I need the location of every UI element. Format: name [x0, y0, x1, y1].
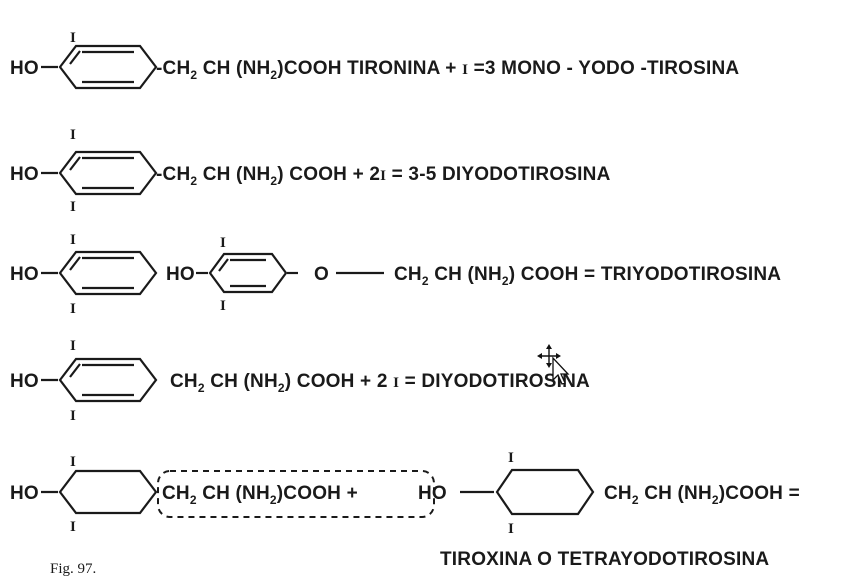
iodine-substituent-top: I: [220, 235, 226, 251]
iodine-substituent-bottom: I: [508, 521, 514, 537]
iodine-substituent-top: I: [508, 450, 514, 466]
second-hydroxyl-label: HO: [166, 264, 195, 285]
iodine-substituent-bottom: I: [70, 301, 76, 317]
benzene-ring-3b: [208, 252, 288, 294]
ether-oxygen: O: [314, 264, 329, 285]
move-cursor-icon: [537, 344, 570, 385]
boxed-side-chain: CH2 CH (NH2)COOH +: [162, 483, 358, 507]
iodine-substituent-top: I: [70, 338, 76, 354]
side-chain-formula: -CH2 CH (NH2)COOH TIRONINA + I =3 MONO -…: [156, 58, 739, 82]
side-chain-formula: CH2 CH (NH2) COOH + 2 I = DIYODOTIROSINA: [170, 371, 590, 395]
iodine-substituent-bottom: I: [70, 408, 76, 424]
hydroxyl-label: HO: [10, 164, 39, 185]
hydroxyl-label: HO: [10, 483, 39, 504]
iodine-substituent-top: I: [70, 454, 76, 470]
hydroxyl-label: HO: [10, 58, 39, 79]
iodine-substituent-top: I: [70, 232, 76, 248]
product-label: TIROXINA O TETRAYODOTIROSINA: [440, 549, 769, 570]
iodine-substituent-top: I: [70, 30, 76, 46]
iodine-substituent-top: I: [70, 127, 76, 143]
reaction-row-2: HO I I -CH2 CH (NH2) COOH + 2I = 3-5 DIY…: [10, 127, 611, 215]
benzene-ring-4: [58, 357, 158, 403]
benzene-ring-1: [58, 44, 158, 90]
side-chain-formula: -CH2 CH (NH2) COOH + 2I = 3-5 DIYODOTIRO…: [156, 164, 611, 188]
iodine-substituent-bottom: I: [70, 519, 76, 535]
side-chain-formula: CH2 CH (NH2)COOH =: [604, 483, 800, 507]
condensation-highlight-box: [157, 470, 435, 518]
hydroxyl-label: HO: [10, 264, 39, 285]
hydroxyl-label: HO: [10, 371, 39, 392]
reaction-row-4: HO I I CH2 CH (NH2) COOH + 2 I = DIYODOT…: [10, 338, 590, 424]
reaction-row-1: HO I -CH2 CH (NH2)COOH TIRONINA + I =3 M…: [10, 30, 739, 90]
figure-caption: Fig. 97.: [50, 561, 96, 577]
cyclohexane-ring-5b: [495, 468, 595, 516]
reaction-row-5: HO I I CH2 CH (NH2)COOH + HO I I CH2 CH …: [10, 450, 800, 537]
benzene-ring-3a: [58, 250, 158, 296]
iodine-substituent-bottom: I: [70, 199, 76, 215]
reaction-row-3: HO I I HO I I O CH2 CH (NH2) COOH = TRIY…: [10, 232, 781, 317]
cyclohexane-ring-5a: [58, 469, 158, 515]
benzene-ring-2: [58, 150, 158, 196]
second-hydroxyl-label: HO: [418, 483, 447, 504]
iodine-substituent-bottom: I: [220, 298, 226, 314]
side-chain-formula: CH2 CH (NH2) COOH = TRIYODOTIROSINA: [394, 264, 781, 288]
